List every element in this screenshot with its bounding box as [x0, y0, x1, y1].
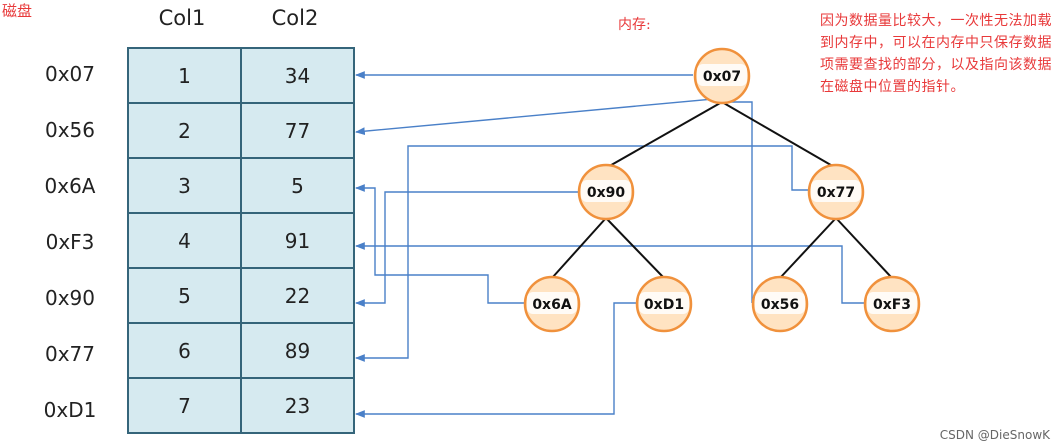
row-key: 0x07	[44, 62, 95, 86]
row-key: 0x6A	[44, 174, 96, 198]
table-row: 5 22	[127, 267, 355, 324]
table-cell-col1: 7	[127, 377, 242, 434]
tree-edge	[779, 217, 837, 279]
table-row: 4 91	[127, 212, 355, 269]
row-key: 0xF3	[45, 230, 95, 254]
table-cell-col2: 23	[240, 377, 355, 434]
row-key: 0xD1	[43, 398, 97, 422]
disk-table: 1 34 2 77 3 5 4 91 5 22 6 89 7 23	[127, 47, 355, 434]
table-cell-col1: 4	[127, 212, 242, 269]
table-row: 2 77	[127, 102, 355, 159]
table-cell-col2: 34	[240, 47, 355, 104]
table-row: 7 23	[127, 377, 355, 434]
table-cell-col2: 77	[240, 102, 355, 159]
table-cell-col2: 5	[240, 157, 355, 214]
table-cell-col1: 1	[127, 47, 242, 104]
table-row: 6 89	[127, 322, 355, 379]
table-cell-col1: 2	[127, 102, 242, 159]
tree-node-label: 0x77	[817, 185, 855, 201]
pointer-line-0x90	[355, 191, 578, 307]
tree-edge	[835, 217, 893, 279]
table-cell-col2: 22	[240, 267, 355, 324]
row-key: 0x90	[44, 286, 95, 310]
table-cell-col1: 5	[127, 267, 242, 324]
table-cell-col1: 6	[127, 322, 242, 379]
pointer-line-0x56	[355, 97, 753, 303]
tree-node-label: 0x6A	[532, 297, 572, 313]
tree-edge	[605, 217, 665, 279]
tree-edge	[551, 217, 607, 279]
annotation-note: 因为数据量比较大，一次性无法加载到内存中，可以在内存中只保存数据项需要查找的部分…	[820, 13, 1052, 95]
tree-node-label: 0x07	[703, 69, 741, 85]
column-header-col2: Col2	[271, 6, 319, 30]
row-key: 0x56	[44, 118, 95, 142]
memory-label: 内存:	[618, 17, 651, 33]
tree-node-label: 0x90	[587, 185, 626, 201]
row-key: 0x77	[44, 342, 95, 366]
tree-edge	[605, 101, 723, 169]
column-header-col1: Col1	[158, 6, 206, 30]
pointer-line-0x6A	[355, 184, 525, 304]
pointer-line-0xF3	[355, 242, 864, 304]
table-cell-col2: 91	[240, 212, 355, 269]
pointer-line-0xD1	[355, 302, 637, 418]
tree-node-label: 0x56	[761, 297, 799, 313]
tree-edge	[721, 101, 837, 169]
table-cell-col2: 89	[240, 322, 355, 379]
watermark: CSDN @DieSnowK	[939, 428, 1050, 442]
table-cell-col1: 3	[127, 157, 242, 214]
disk-label: 磁盘	[2, 2, 33, 20]
tree-node-label: 0xF3	[873, 297, 911, 313]
pointer-line-0x77	[355, 145, 811, 362]
table-row: 3 5	[127, 157, 355, 214]
tree-node-label: 0xD1	[644, 297, 684, 313]
table-row: 1 34	[127, 47, 355, 104]
